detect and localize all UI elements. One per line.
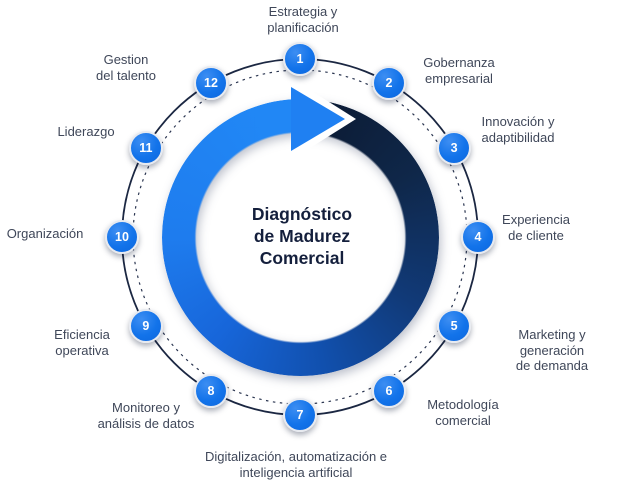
step-label: Marketing y generación de demanda [515,327,589,373]
step-node-10: 10 [105,220,139,254]
step-number: 12 [204,75,218,90]
step-node-7: 7 [283,398,317,432]
step-number: 9 [142,319,150,333]
step-label: Organización [6,226,84,241]
step-label: Gobernanza empresarial [423,55,495,86]
step-label: Liderazgo [57,124,115,139]
step-number: 11 [139,141,153,155]
step-label: Innovación y adaptibilidad [481,114,555,145]
step-node-12: 12 [194,65,228,100]
step-node-8: 8 [194,374,228,409]
step-node-3: 3 [437,131,472,165]
step-number: 1 [296,52,304,66]
step-label: Eficiencia operativa [54,327,110,358]
step-number: 4 [474,230,482,244]
step-node-11: 11 [128,131,163,165]
arrow-head-triangle [291,87,345,151]
step-number: 7 [296,408,304,422]
step-label: Monitoreo y análisis de datos [97,400,195,431]
step-label: Estrategia y planificación [267,4,339,35]
step-number: 8 [207,384,215,399]
step-node-5: 5 [437,309,472,343]
step-number: 3 [450,141,458,155]
step-label: Metodología comercial [427,397,499,428]
step-node-9: 9 [128,309,163,343]
step-label: Digitalización, automatización e intelig… [204,449,388,480]
step-number: 10 [115,230,129,244]
step-node-1: 1 [283,42,317,76]
step-node-6: 6 [372,374,406,409]
step-node-4: 4 [461,220,495,254]
step-label: Experiencia de cliente [502,212,570,243]
center-title: Diagnóstico de Madurez Comercial [251,204,353,268]
step-number: 5 [450,319,458,333]
step-number: 6 [385,384,393,399]
step-node-2: 2 [372,65,406,100]
step-label: Gestion del talento [96,52,156,83]
step-number: 2 [385,75,393,90]
